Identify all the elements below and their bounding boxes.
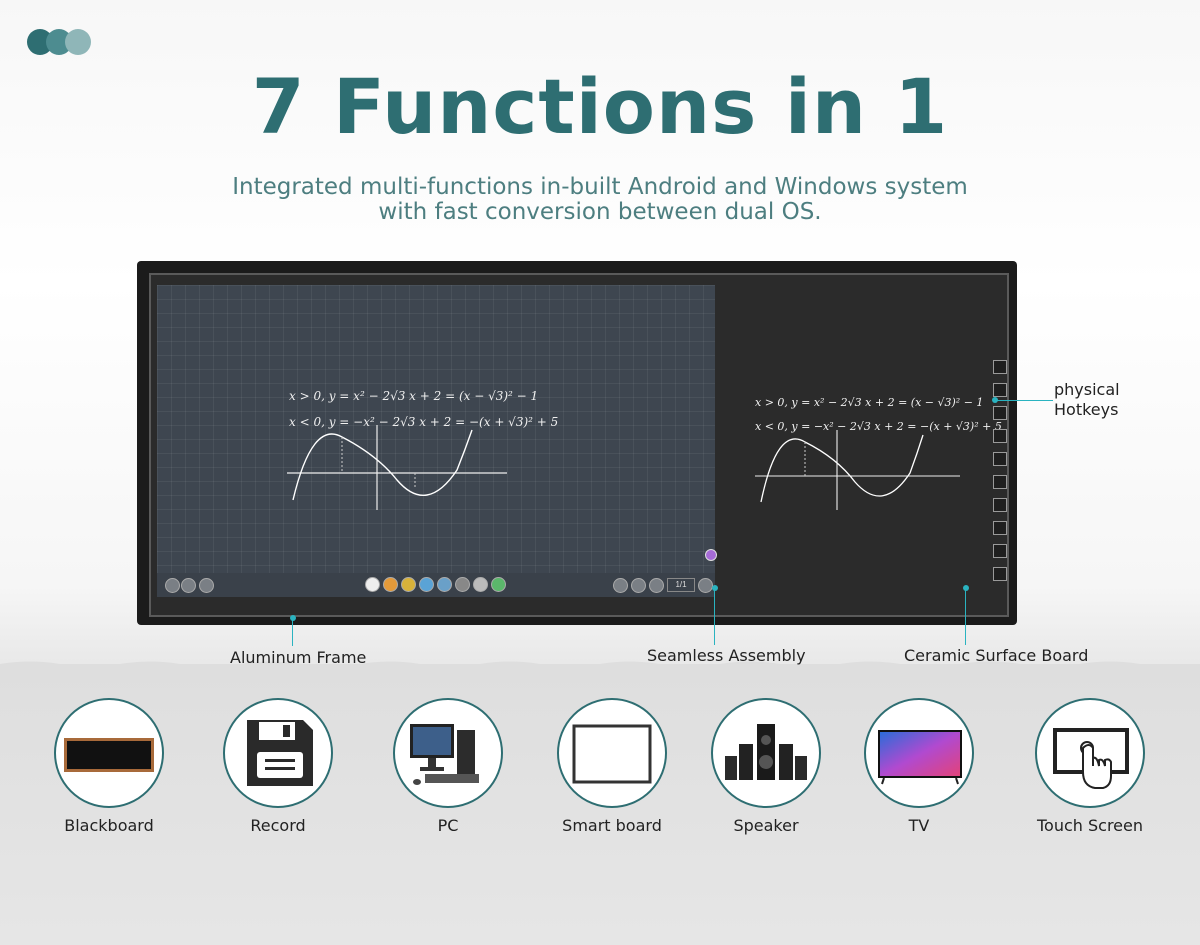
math-line-2: x < 0, y = −x² − 2√3 x + 2 = −(x + √3)² … (289, 415, 559, 429)
graph-left (287, 425, 507, 510)
math-notes-left: x > 0, y = x² − 2√3 x + 2 = (x − √3)² − … (289, 383, 558, 435)
switch-icon[interactable] (199, 578, 214, 593)
eraser-icon[interactable] (419, 577, 434, 592)
hotkey-screenshot-icon[interactable] (993, 544, 1007, 558)
page-indicator: 1/1 (667, 578, 695, 592)
grid-icon[interactable] (181, 578, 196, 593)
hotkey-down-icon[interactable] (993, 475, 1007, 489)
hotkey-lock-icon[interactable] (993, 498, 1007, 512)
interactive-board: x > 0, y = x² − 2√3 x + 2 = (x − √3)² − … (137, 261, 1017, 625)
desktop-computer-icon (393, 698, 503, 808)
graph-right (755, 430, 960, 510)
trash-icon[interactable] (491, 577, 506, 592)
callout-hotkeys-line-2: Hotkeys (1054, 400, 1119, 419)
function-label: TV (908, 816, 930, 835)
floppy-disk-icon (223, 698, 333, 808)
function-tv: TV (864, 698, 974, 835)
function-label: PC (437, 816, 459, 835)
callout-frame: Aluminum Frame (230, 648, 367, 667)
frame-leader (292, 618, 293, 646)
touch-screen-icon (1035, 698, 1145, 808)
color-icon[interactable] (383, 577, 398, 592)
background-icon[interactable] (401, 577, 416, 592)
function-pc: PC (393, 698, 503, 835)
frame-pointer-dot (290, 615, 296, 621)
function-label: Blackboard (64, 816, 154, 835)
hotkey-save-icon[interactable] (993, 521, 1007, 535)
pen-icon[interactable] (365, 577, 380, 592)
function-touch-screen: Touch Screen (1035, 698, 1145, 835)
function-blackboard: Blackboard (54, 698, 164, 835)
page-subtitle: Integrated multi-functions in-built Andr… (0, 175, 1200, 225)
hotkey-up-icon[interactable] (993, 452, 1007, 466)
math-line-1-right: x > 0, y = x² − 2√3 x + 2 = (x − √3)² − … (755, 396, 984, 409)
floating-menu-icon[interactable] (705, 549, 717, 561)
math-line-2-right: x < 0, y = −x² − 2√3 x + 2 = −(x + √3)² … (755, 420, 1002, 433)
subtitle-line-1: Integrated multi-functions in-built Andr… (232, 174, 968, 200)
function-record: Record (223, 698, 333, 835)
lasso-icon[interactable] (437, 577, 452, 592)
undo-icon[interactable] (613, 578, 628, 593)
grid-panel: x > 0, y = x² − 2√3 x + 2 = (x − √3)² − … (157, 285, 715, 585)
seamless-leader (714, 588, 715, 645)
function-label: Smart board (562, 816, 662, 835)
hotkey-eraser-icon[interactable] (993, 406, 1007, 420)
hotkey-switch-icon[interactable] (993, 567, 1007, 581)
function-label: Touch Screen (1036, 816, 1143, 835)
math-notes-right: x > 0, y = x² − 2√3 x + 2 = (x − √3)² − … (755, 391, 1002, 439)
math-line-1: x > 0, y = x² − 2√3 x + 2 = (x − √3)² − … (289, 389, 539, 403)
callout-hotkeys-line-1: physical (1054, 380, 1120, 399)
function-label: Record (250, 816, 306, 835)
hotkeys-leader (995, 400, 1053, 401)
function-label: Speaker (733, 816, 799, 835)
whiteboard-icon (557, 698, 667, 808)
callout-ceramic: Ceramic Surface Board (904, 646, 1089, 665)
blackboard-icon (54, 698, 164, 808)
menu-icon[interactable] (165, 578, 180, 593)
board-surface: x > 0, y = x² − 2√3 x + 2 = (x − √3)² − … (149, 273, 1009, 617)
prev-page-icon[interactable] (649, 578, 664, 593)
next-page-icon[interactable] (698, 578, 713, 593)
select-icon[interactable] (455, 577, 470, 592)
hotkey-document-icon[interactable] (993, 429, 1007, 443)
multitouch-icon[interactable] (473, 577, 488, 592)
add-page-icon[interactable] (631, 578, 646, 593)
hotkey-display-icon[interactable] (993, 360, 1007, 374)
board-toolbar: 1/1 (157, 573, 715, 597)
tv-icon (864, 698, 974, 808)
callout-seamless: Seamless Assembly (647, 646, 806, 665)
callout-hotkeys: physical Hotkeys (1054, 380, 1120, 420)
page-title: 7 Functions in 1 (251, 62, 949, 151)
function-smart-board: Smart board (557, 698, 667, 835)
decor-dots-top (27, 29, 91, 55)
speaker-system-icon (711, 698, 821, 808)
function-speaker: Speaker (711, 698, 821, 835)
ceramic-pointer-dot (963, 585, 969, 591)
subtitle-line-2: with fast conversion between dual OS. (378, 199, 822, 225)
seamless-pointer-dot (712, 585, 718, 591)
ceramic-leader (965, 588, 966, 645)
hotkey-pen-icon[interactable] (993, 383, 1007, 397)
wave-divider (0, 661, 1200, 671)
